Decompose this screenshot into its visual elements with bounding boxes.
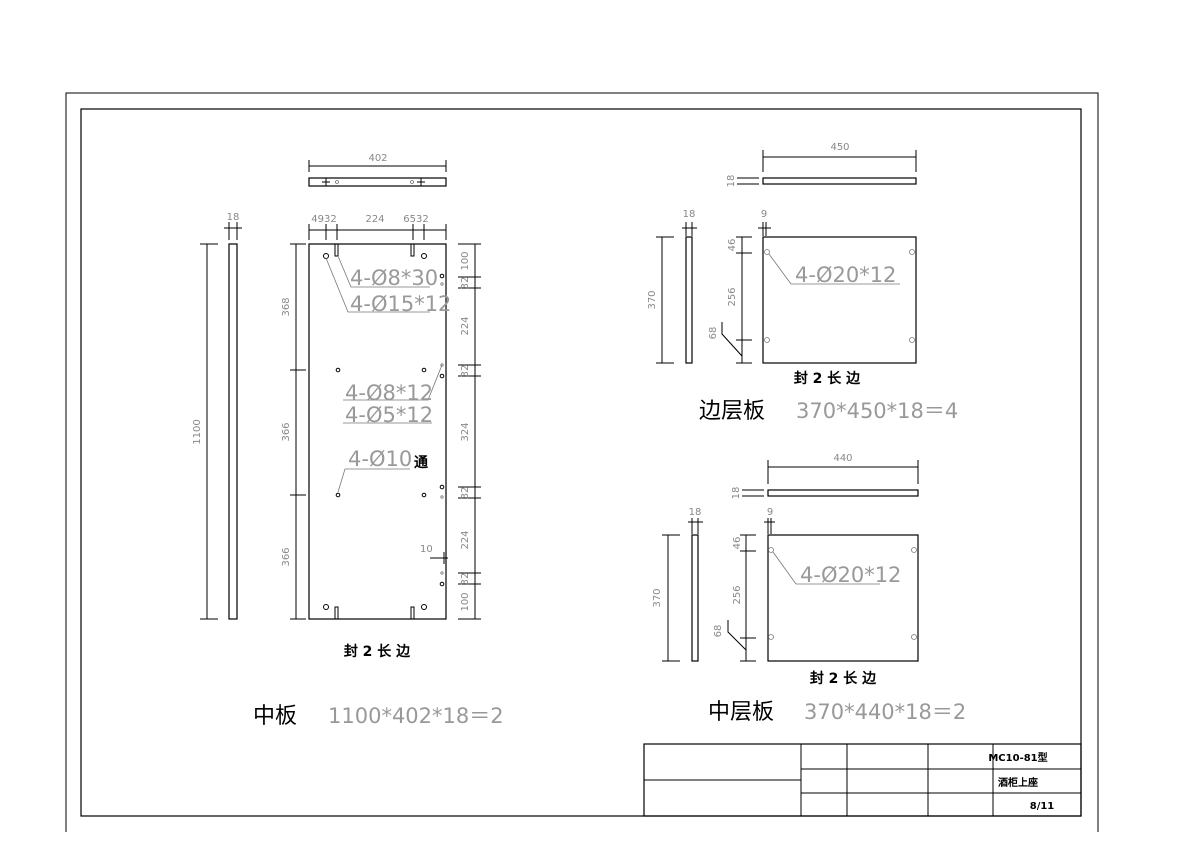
dim-3: 68 xyxy=(708,327,719,340)
shelf-front-view xyxy=(762,236,917,364)
dim-left-2: 366 xyxy=(281,422,292,441)
dim-thickness-side: 18 xyxy=(683,209,696,220)
hole-label: 4-Ø20*12 xyxy=(795,263,896,287)
dim-top-3: 6532 xyxy=(403,214,428,225)
dim-width: 440 xyxy=(833,453,852,464)
dim-offset: 9 xyxy=(767,507,773,518)
dim-right-7: 224 xyxy=(460,530,471,549)
dim-2: 256 xyxy=(727,287,738,306)
title-block: MC10-81型 酒柜上座 8/11 xyxy=(643,743,1082,817)
dim-thickness: 18 xyxy=(227,212,240,223)
shelf-top-view xyxy=(762,177,917,185)
shelf-front-view xyxy=(767,534,919,662)
dim-offset: 9 xyxy=(761,209,767,220)
hole-label-5: 4-Ø10 xyxy=(348,447,412,471)
dim-right-8: 32 xyxy=(460,573,471,586)
hole-label-1: 4-Ø8*30 xyxy=(350,266,438,290)
dim-3: 68 xyxy=(713,625,724,638)
hole-label-3: 4-Ø8*12 xyxy=(345,381,433,405)
panel-side-view xyxy=(228,243,238,620)
hole-label: 4-Ø20*12 xyxy=(800,563,901,587)
dim-height: 370 xyxy=(652,588,663,607)
model-number: MC10-81型 xyxy=(988,751,1047,764)
dim-thickness-top: 18 xyxy=(731,487,742,500)
part-spec: 1100*402*18＝2 xyxy=(328,704,504,728)
middle-shelf-drawing: 440 18 18 370 9 46 256 68 4-Ø20*12 封 2 长… xyxy=(652,453,966,725)
hole-label-4: 4-Ø5*12 xyxy=(345,403,433,427)
dim-top-2: 224 xyxy=(365,214,384,225)
drawing-title: 酒柜上座 xyxy=(998,776,1038,789)
edge-note: 封 2 长 边 xyxy=(794,370,861,387)
sheet-number: 8/11 xyxy=(1030,801,1055,812)
dim-right-3: 224 xyxy=(460,316,471,335)
part-spec: 370*450*18＝4 xyxy=(796,399,958,423)
dim-1: 46 xyxy=(727,239,738,252)
hole-label-2: 4-Ø15*12 xyxy=(350,292,451,316)
inner-frame xyxy=(80,108,1082,817)
dim-top-width: 402 xyxy=(368,153,387,164)
dim-right-6: 32 xyxy=(460,487,471,500)
dim-right-5: 324 xyxy=(460,422,471,441)
dim-right-4: 32 xyxy=(460,365,471,378)
part-name: 中层板 xyxy=(708,700,774,725)
shelf-top-view xyxy=(767,489,919,497)
dim-right-1: 100 xyxy=(460,251,471,270)
edge-note: 封 2 长 边 xyxy=(810,670,877,687)
panel-front-view xyxy=(308,243,447,620)
side-shelf-drawing: 450 18 18 370 9 46 256 68 4-Ø20*12 封 2 长… xyxy=(647,142,958,424)
dim-left-1: 368 xyxy=(281,297,292,316)
part-spec: 370*440*18＝2 xyxy=(804,700,966,724)
edge-note: 封 2 长 边 xyxy=(344,643,411,660)
part-name: 边层板 xyxy=(699,399,765,424)
dim-top-1: 4932 xyxy=(311,214,336,225)
dim-right-9: 100 xyxy=(460,592,471,611)
dim-thickness-top: 18 xyxy=(726,175,737,188)
shelf-side-view xyxy=(691,534,699,662)
dim-left-3: 366 xyxy=(281,547,292,566)
dim-right-2: 32 xyxy=(460,277,471,290)
dim-edge-offset: 10 xyxy=(420,544,433,555)
dim-width: 450 xyxy=(830,142,849,153)
hole-markers xyxy=(323,253,445,610)
outer-border xyxy=(65,92,1099,832)
dim-thickness-side: 18 xyxy=(689,507,702,518)
part-name: 中板 xyxy=(253,704,297,729)
dim-1: 46 xyxy=(732,537,743,550)
shelf-side-view xyxy=(685,236,693,364)
dim-height: 370 xyxy=(647,290,658,309)
panel-top-view xyxy=(308,177,447,187)
middle-panel-drawing: 402 18 1100 4932 224 6532 368 366 366 10… xyxy=(192,153,504,729)
dim-2: 256 xyxy=(732,585,743,604)
dim-height: 1100 xyxy=(192,419,203,444)
hole-label-through: 通 xyxy=(414,455,428,471)
